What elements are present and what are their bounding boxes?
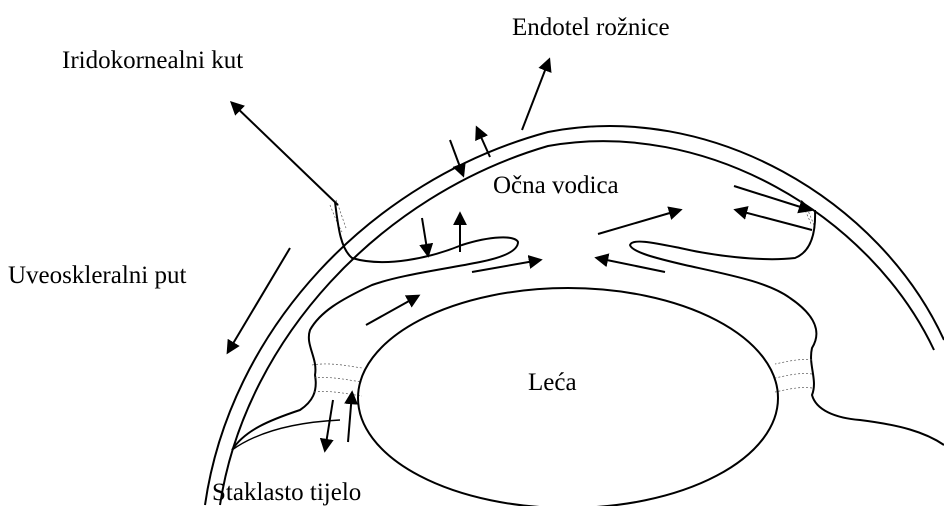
arrow-center-right	[597, 206, 683, 235]
arrow-endothelium	[521, 57, 552, 131]
iris-left	[231, 201, 520, 451]
iridocorneal-angle-right	[799, 199, 816, 229]
arrow-uveoscleral	[226, 247, 291, 355]
arrow-pupil-right	[594, 253, 666, 273]
arrow-iris-down	[419, 217, 434, 258]
arrows	[226, 57, 813, 453]
arrow-cornea-down	[449, 139, 466, 178]
arrow-angle-right-out	[733, 185, 813, 214]
arrow-iridocorneal	[229, 101, 339, 206]
cornea-inner-line	[219, 140, 935, 506]
label-vitreous-body: Staklasto tijelo	[212, 479, 361, 506]
iris-right	[628, 209, 944, 446]
arrow-cornea-up	[475, 125, 491, 158]
arrow-pupil-left	[471, 255, 543, 273]
label-iridocorneal-angle: Iridokornealni kut	[62, 47, 243, 74]
ciliary-body-left-hatch	[311, 363, 363, 397]
label-uveoscleral-path: Uveoskleralni put	[8, 262, 186, 289]
label-aqueous-humor: Očna vodica	[493, 172, 619, 199]
lens	[357, 287, 779, 506]
arrow-vitreous-down	[319, 399, 334, 453]
ciliary-body-right-hatch	[774, 359, 813, 393]
vitreous-boundary	[231, 419, 341, 451]
cornea-outer-line	[204, 125, 944, 506]
arrow-posterior-left	[365, 294, 421, 326]
arrow-vitreous-up	[344, 390, 359, 443]
arrow-angle-right-in	[733, 206, 813, 231]
label-lens: Leća	[528, 369, 577, 396]
label-cornea-endothelium: Endotel rožnice	[512, 14, 670, 41]
